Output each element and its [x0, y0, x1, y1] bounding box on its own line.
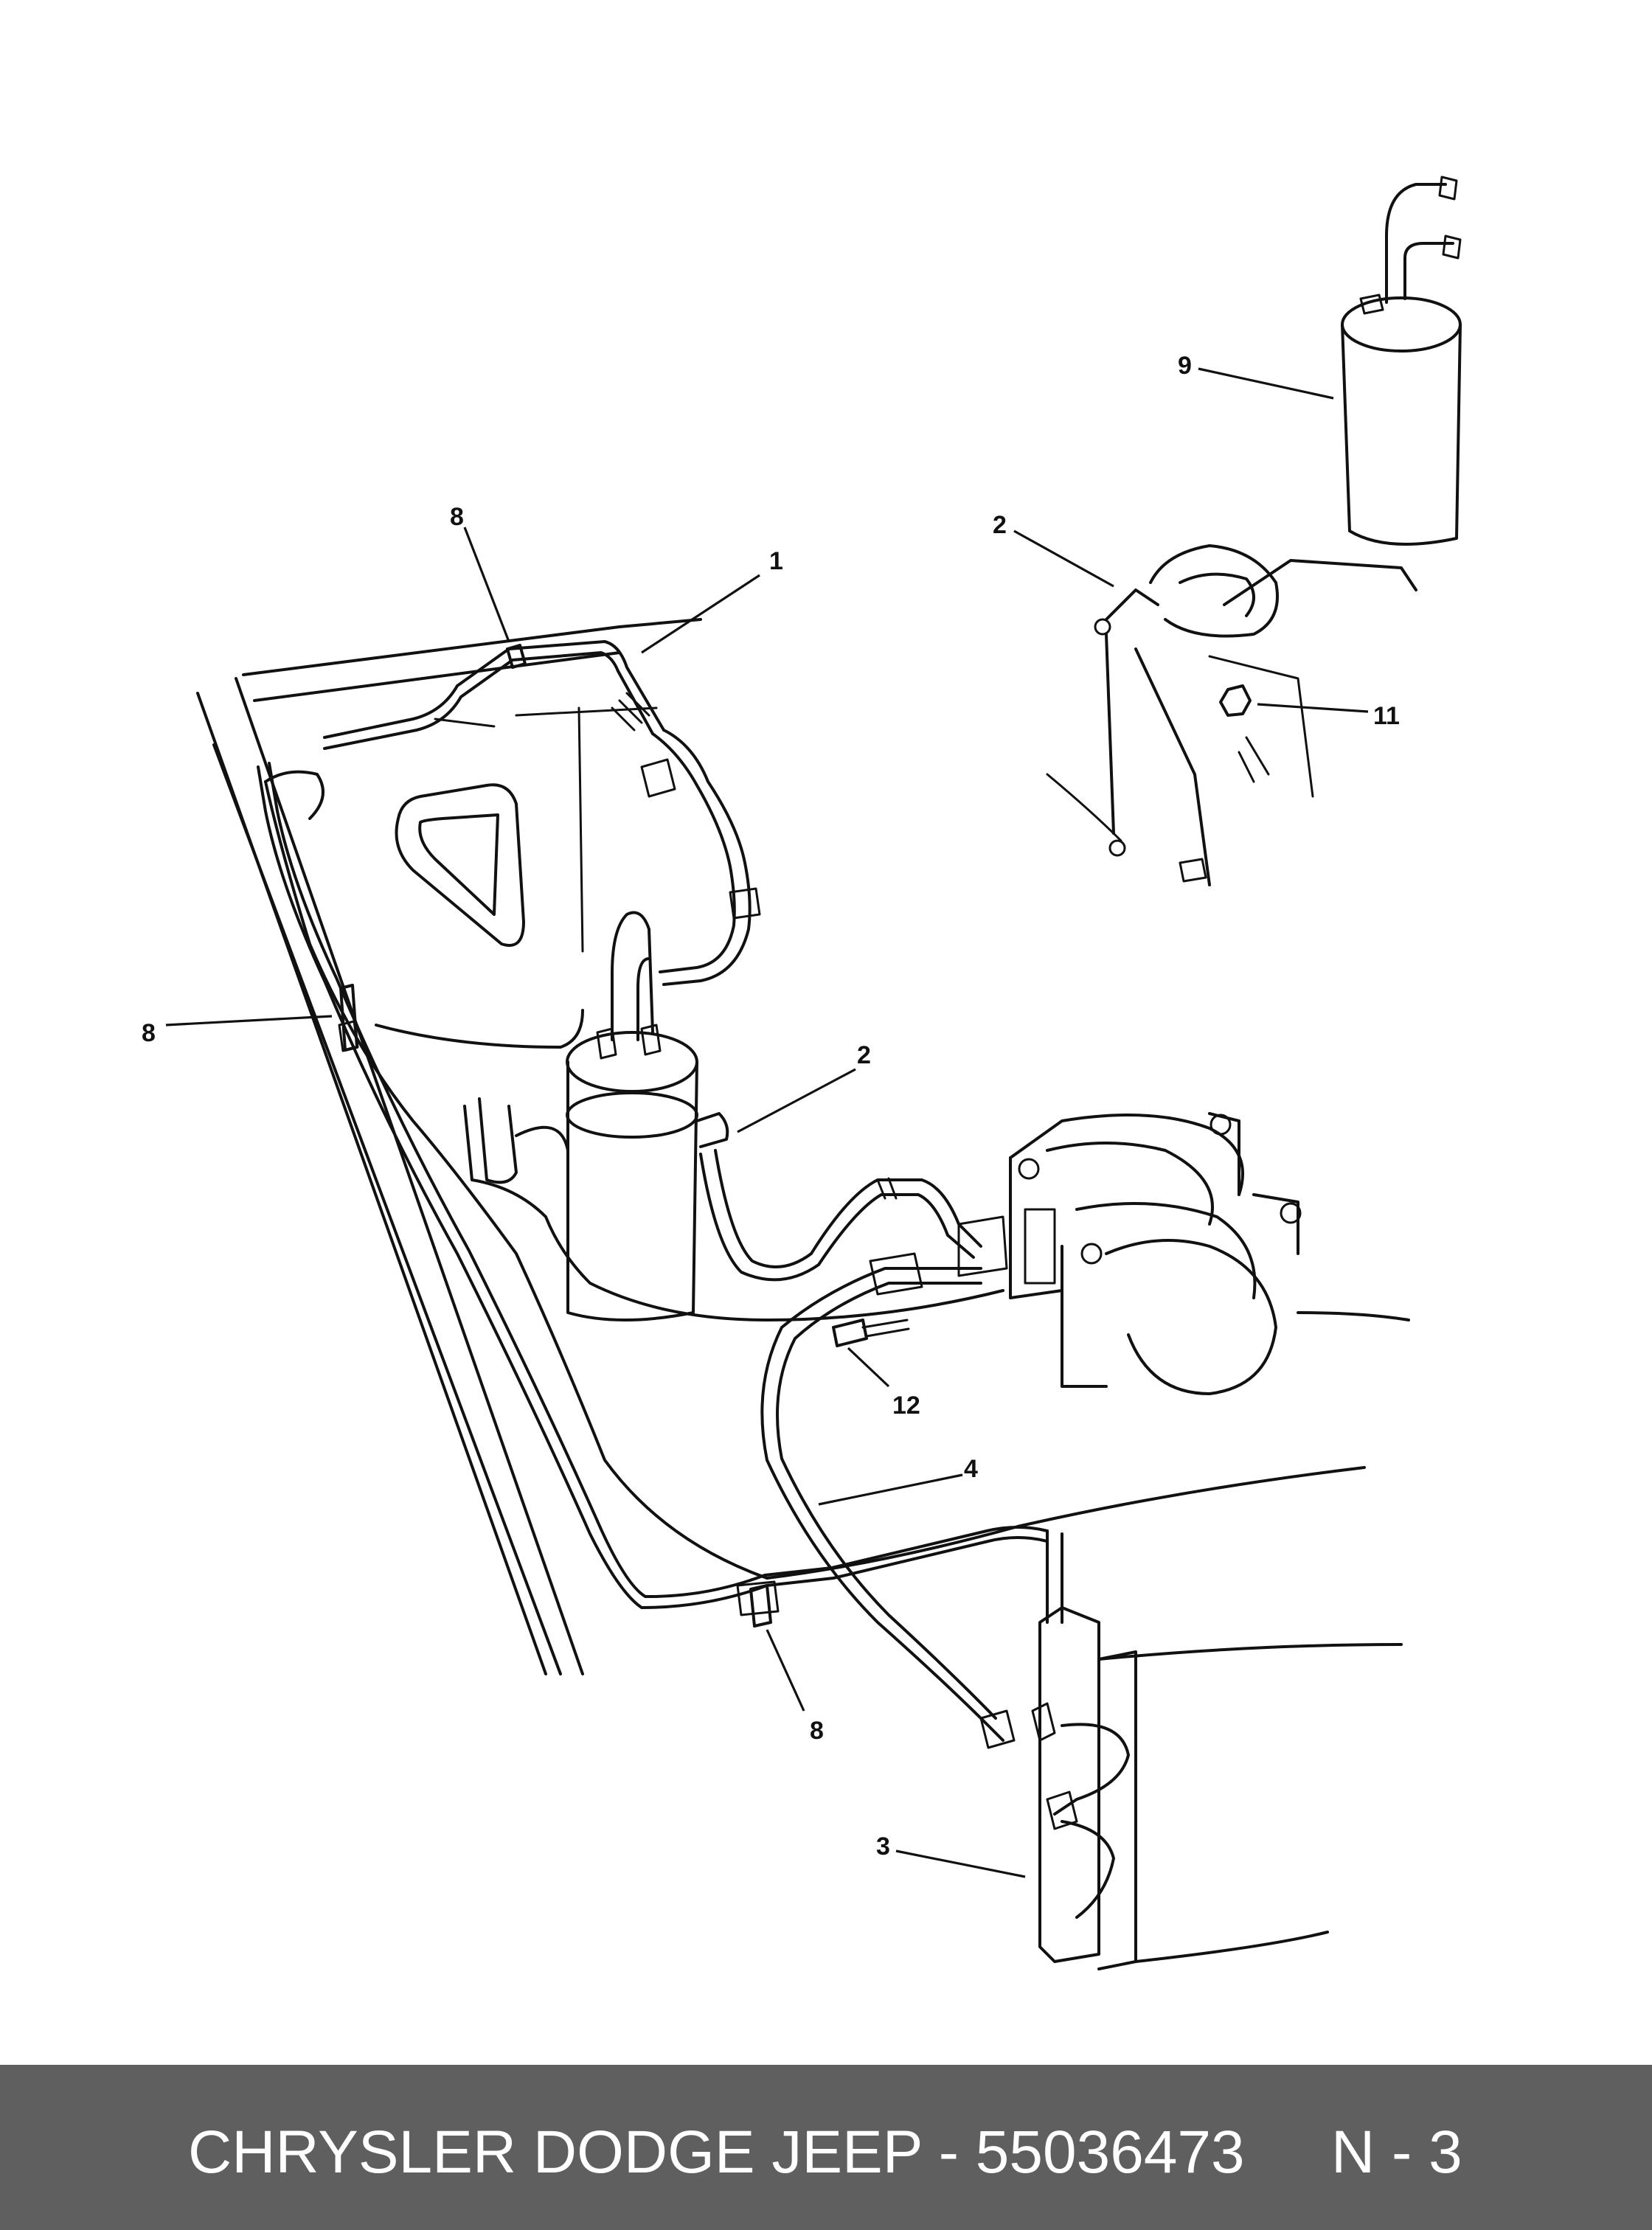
suction-hose [699, 1149, 982, 1282]
part-number-label: CHRYSLER DODGE JEEP - 55036473 [188, 2119, 1245, 2186]
leader-lines [165, 367, 1369, 1878]
callout-9: 9 [1178, 352, 1192, 380]
callout-2-inset: 2 [993, 511, 1007, 539]
callout-8-left: 8 [142, 1019, 156, 1047]
liquid-line [257, 762, 1063, 1624]
footer-bar: CHRYSLER DODGE JEEP - 55036473 N - 3 [0, 2065, 1652, 2230]
callout-8-top: 8 [450, 503, 464, 531]
compressor [957, 1112, 1410, 1395]
triangle-cutout [395, 783, 525, 947]
callout-1: 1 [769, 547, 783, 575]
callout-4: 4 [964, 1455, 978, 1483]
clip-item-8-left [339, 984, 358, 1052]
callout-8-bottom: 8 [810, 1717, 824, 1745]
clip-item-8-bottom [749, 1584, 772, 1628]
ac-plumbing-diagram: 1 2 2 3 4 8 8 8 9 11 12 [142, 176, 1462, 1970]
callout-12: 12 [892, 1392, 920, 1420]
accumulator-lower [478, 911, 729, 1321]
condenser-item-3 [1031, 1606, 1403, 1970]
discharge-hose-item-4 [760, 1252, 1016, 1749]
accumulator-item-9 [1341, 176, 1462, 546]
bolt-item-12 [832, 1319, 910, 1347]
nut-item-11 [1219, 684, 1252, 717]
callout-3: 3 [876, 1833, 890, 1861]
hose-item-1 [323, 640, 761, 986]
callout-11: 11 [1373, 702, 1400, 730]
clip-item-8-top [506, 644, 527, 669]
page-reference-label: N - 3 [1331, 2119, 1462, 2186]
fender-panel [196, 618, 1366, 1675]
callout-2: 2 [857, 1041, 871, 1069]
bracket-item-2-inset [1046, 544, 1417, 886]
